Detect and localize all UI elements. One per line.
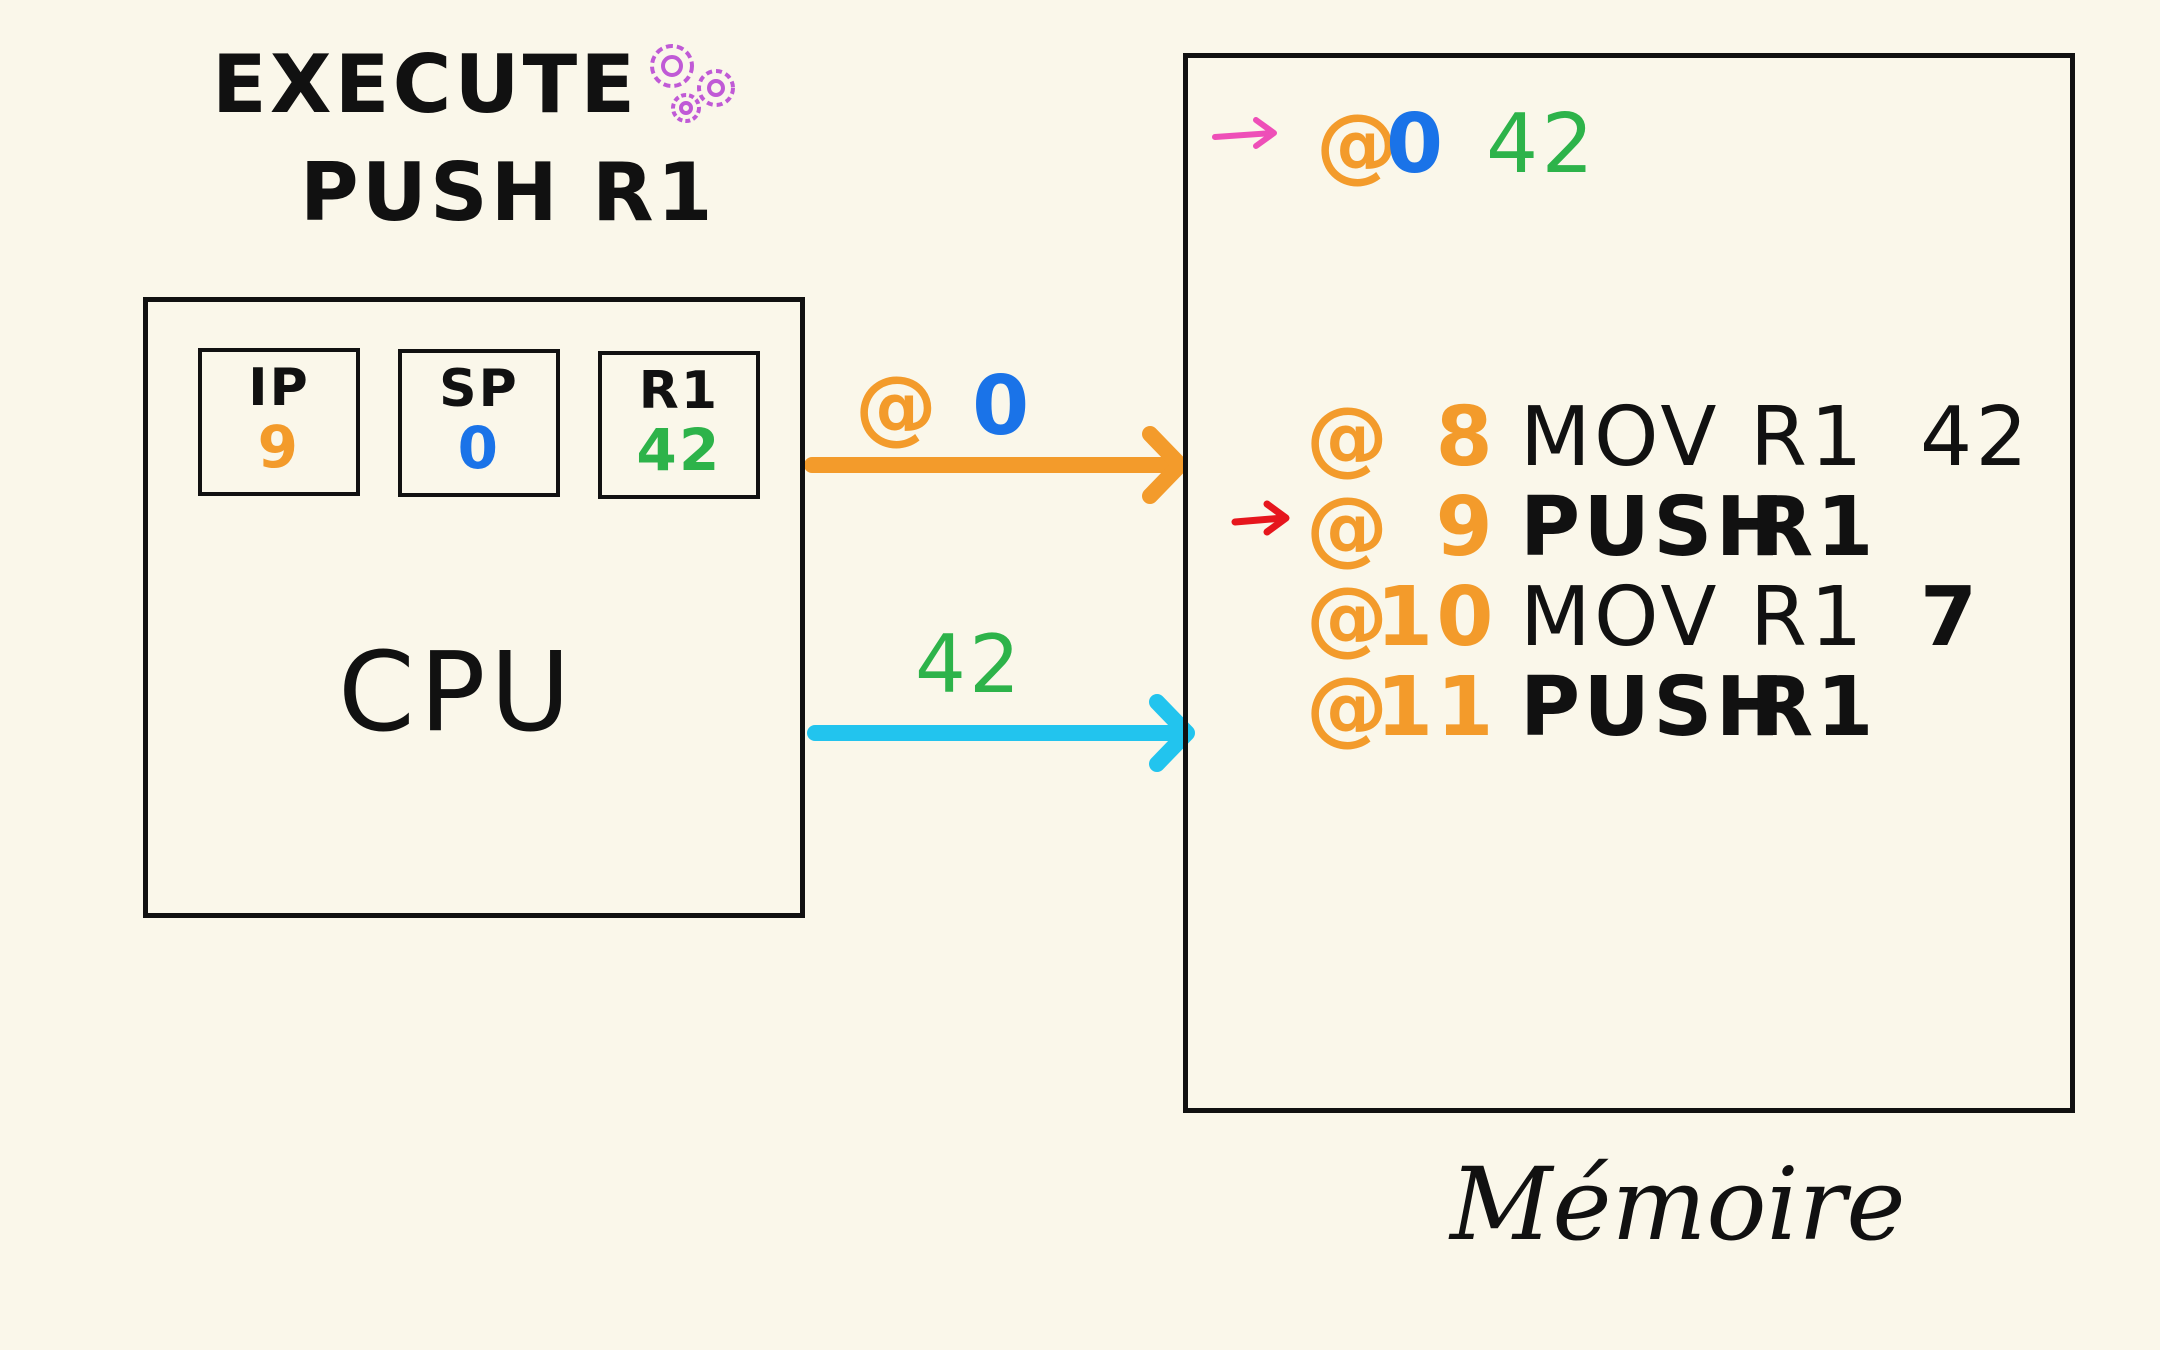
instruction-pointer-arrow — [1231, 500, 1290, 536]
instruction-title: PUSH R1 — [300, 146, 716, 239]
program-row-arg1: R1 — [1750, 570, 1866, 665]
data-bus-label: 42 — [915, 618, 1024, 711]
stack-cell: @ 0 42 — [1316, 100, 1597, 190]
program-row-addr: 10 — [1376, 570, 1497, 665]
address-bus-at: @ — [855, 359, 941, 454]
register-r1-value: 42 — [636, 416, 722, 484]
gears-icon — [640, 36, 750, 136]
program-row-addr: 8 — [1435, 390, 1496, 485]
memory-label: Mémoire — [1450, 1146, 1906, 1263]
program-row-op: PUSH — [1520, 660, 1788, 755]
program-row: @ 8 MOV R1 42 — [1306, 393, 2031, 483]
program-row-at: @ — [1306, 480, 1392, 575]
program-row-at: @ — [1306, 660, 1392, 755]
program-row-at: @ — [1306, 390, 1392, 485]
cpu-box: IP 9 SP 0 R1 42 CPU — [143, 297, 805, 918]
program-row: @ 10 MOV R1 7 — [1306, 573, 1980, 663]
register-r1: R1 42 — [598, 351, 760, 499]
execute-title: EXECUTE — [212, 38, 639, 131]
register-ip-name: IP — [248, 358, 310, 418]
register-ip-value: 9 — [257, 413, 301, 481]
register-sp-name: SP — [439, 359, 519, 419]
memory-box: @ 0 42 @ 8 MOV R1 42 @ 9 PUSH R1 @ 10 MO… — [1183, 53, 2075, 1113]
register-ip: IP 9 — [198, 348, 360, 496]
program-row-arg1: R1 — [1750, 480, 1877, 575]
program-row: @ 9 PUSH R1 — [1306, 483, 1920, 573]
program-row: @ 11 PUSH R1 — [1306, 663, 1920, 753]
program-row-at: @ — [1306, 570, 1392, 665]
stack-cell-at: @ — [1316, 97, 1402, 192]
program-row-op: PUSH — [1520, 480, 1788, 575]
program-row-addr: 11 — [1376, 660, 1497, 755]
address-bus-arrow — [804, 426, 1188, 504]
register-sp: SP 0 — [398, 349, 560, 497]
stack-pointer-arrow — [1212, 117, 1277, 149]
program-row-addr: 9 — [1435, 480, 1496, 575]
data-bus-arrow — [807, 694, 1195, 772]
stack-cell-addr: 0 — [1386, 97, 1447, 192]
stack-cell-value: 42 — [1486, 97, 1597, 192]
program-row-arg2: 42 — [1920, 390, 2031, 485]
address-bus-label: @ 0 — [855, 362, 1032, 452]
program-row-op: MOV — [1520, 390, 1720, 485]
address-bus-value: 0 — [972, 359, 1033, 454]
register-r1-name: R1 — [638, 361, 720, 421]
program-row-arg2: 7 — [1920, 570, 1981, 665]
program-row-op: MOV — [1520, 570, 1720, 665]
program-row-arg1: R1 — [1750, 660, 1877, 755]
program-row-arg1: R1 — [1750, 390, 1866, 485]
register-sp-value: 0 — [457, 414, 501, 482]
cpu-label: CPU — [338, 628, 575, 756]
